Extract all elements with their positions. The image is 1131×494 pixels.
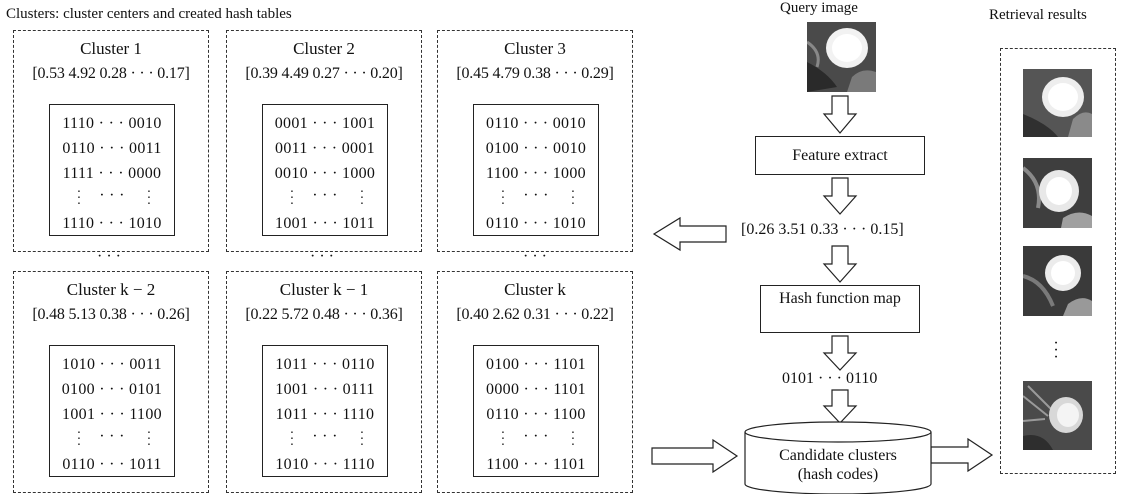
- hash-table: 1110 · · · 0010 0110 · · · 0011 1111 · · ·…: [49, 104, 175, 236]
- hash-code-row: 0011 · · · 0001: [275, 140, 375, 157]
- hash-code-row: 1001 · · · 1011: [275, 215, 375, 232]
- cluster-panel: Cluster 3 [0.45 4.79 0.38 · · · 0.29] 0110…: [437, 30, 633, 252]
- hash-code-row: 0110 · · · 1011: [62, 456, 162, 473]
- hash-col-right-ellipsis: ···: [359, 426, 365, 453]
- hash-code-row: 0100 · · · 0010: [485, 140, 587, 157]
- hash-function-box: Hash function map: [760, 285, 920, 333]
- hash-row-ellipsis: · · ·: [523, 428, 549, 445]
- hash-code-row: 0110 · · · 1010: [486, 215, 586, 232]
- clusters-title: Clusters: cluster centers and created ha…: [6, 6, 292, 22]
- cluster-name: Cluster k − 1: [279, 280, 369, 299]
- hash-code-row: 0001 · · · 1001: [274, 115, 376, 132]
- query-image: [807, 22, 876, 92]
- hash-code-row: 0000 · · · 1101: [486, 381, 586, 398]
- hash-row-ellipsis: · · ·: [312, 187, 338, 204]
- hash-row-ellipsis: · · ·: [99, 187, 125, 204]
- hash-code-row: 1010 · · · 1110: [275, 456, 375, 473]
- cluster-center-vector: [0.45 4.79 0.38 · · · 0.29]: [456, 65, 614, 82]
- retrieval-more-dots: ···: [1053, 335, 1059, 366]
- hash-col-left-ellipsis: ···: [500, 185, 506, 212]
- retrieval-results-title: Retrieval results: [989, 7, 1087, 23]
- cluster-center-vector: [0.48 5.13 0.38 · · · 0.26]: [32, 306, 190, 323]
- hash-col-left-ellipsis: ···: [76, 185, 82, 212]
- hash-code-row: 1100 · · · 1000: [486, 165, 586, 182]
- arrow-left-clusters: [652, 216, 727, 252]
- hash-row-ellipsis: · · ·: [312, 428, 338, 445]
- hash-code-row: 0100 · · · 0101: [61, 381, 163, 398]
- retrieval-image-1: [1023, 69, 1092, 137]
- cluster-center-vector: [0.22 5.72 0.48 · · · 0.36]: [245, 306, 403, 323]
- arrow-down-4: [822, 335, 858, 371]
- hash-code-row: 1111 · · · 0000: [62, 165, 162, 182]
- cluster-name: Cluster 1: [80, 39, 142, 58]
- cluster-panel: Cluster k − 1 [0.22 5.72 0.48 · · · 0.36]…: [226, 271, 422, 493]
- arrow-right-candidate: [651, 438, 739, 474]
- cluster-panel: Cluster 2 [0.39 4.49 0.27 · · · 0.20] 0001…: [226, 30, 422, 252]
- hash-col-left-ellipsis: ···: [500, 426, 506, 453]
- hash-code-row: 1011 · · · 0110: [275, 356, 375, 373]
- retrieval-results-panel: [1000, 48, 1116, 474]
- cluster-ellipsis-3: · · ·: [523, 248, 547, 265]
- cluster-center-vector: [0.40 2.62 0.31 · · · 0.22]: [456, 306, 614, 323]
- feature-extract-box: Feature extract: [755, 136, 925, 175]
- hash-row-ellipsis: · · ·: [523, 187, 549, 204]
- hash-code-row: 1110 · · · 0010: [62, 115, 162, 132]
- hash-code-row: 0110 · · · 0011: [62, 140, 162, 157]
- arrow-down-5: [822, 389, 858, 424]
- hash-col-left-ellipsis: ···: [76, 426, 82, 453]
- hash-col-right-ellipsis: ···: [146, 426, 152, 453]
- candidate-clusters-label: Candidate clusters (hash codes): [779, 447, 897, 483]
- hash-code-row: 1110 · · · 1010: [62, 215, 162, 232]
- cluster-center-vector: [0.39 4.49 0.27 · · · 0.20]: [245, 65, 403, 82]
- hash-code-row: 1001 · · · 1100: [62, 406, 162, 423]
- hash-code: 0101 · · · 0110: [782, 370, 878, 387]
- hash-col-left-ellipsis: ···: [289, 185, 295, 212]
- retrieval-image-4: [1023, 381, 1092, 450]
- arrow-right-retrieval: [930, 437, 994, 473]
- hash-col-left-ellipsis: ···: [289, 426, 295, 453]
- arrow-down-2: [822, 177, 858, 215]
- hash-code-row: 0110 · · · 1100: [486, 406, 586, 423]
- hash-code-row: 1100 · · · 1101: [486, 456, 586, 473]
- query-image-title: Query image: [780, 0, 858, 16]
- hash-code-row: 1011 · · · 1110: [275, 406, 375, 423]
- hash-code-row: 1001 · · · 0111: [275, 381, 375, 398]
- hash-table: 1011 · · · 0110 1001 · · · 0111 1011 · · ·…: [262, 345, 388, 477]
- hash-code-row: 0110 · · · 0010: [486, 115, 586, 132]
- candidate-cylinder: [744, 421, 932, 494]
- retrieval-image-3: [1023, 246, 1092, 316]
- hash-col-right-ellipsis: ···: [570, 426, 576, 453]
- hash-code-row: 0100 · · · 1101: [486, 356, 586, 373]
- hash-code-row: 0010 · · · 1000: [274, 165, 376, 182]
- hash-table: 1010 · · · 0011 0100 · · · 0101 1001 · · ·…: [49, 345, 175, 477]
- arrow-down-1: [822, 95, 858, 134]
- hash-col-right-ellipsis: ···: [570, 185, 576, 212]
- cluster-panel: Cluster k [0.40 2.62 0.31 · · · 0.22] 0100…: [437, 271, 633, 493]
- cluster-center-vector: [0.53 4.92 0.28 · · · 0.17]: [32, 65, 190, 82]
- feature-vector: [0.26 3.51 0.33 · · · 0.15]: [741, 221, 904, 238]
- arrow-down-3: [822, 245, 858, 283]
- hash-table: 0100 · · · 1101 0000 · · · 1101 0110 · · ·…: [473, 345, 599, 477]
- hash-table: 0001 · · · 1001 0011 · · · 0001 0010 · · ·…: [262, 104, 388, 236]
- cluster-name: Cluster k: [504, 280, 566, 299]
- hash-code-row: 1010 · · · 0011: [62, 356, 162, 373]
- hash-col-right-ellipsis: ···: [359, 185, 365, 212]
- cluster-name: Cluster 3: [504, 39, 566, 58]
- cluster-name: Cluster k − 2: [66, 280, 156, 299]
- cluster-name: Cluster 2: [293, 39, 355, 58]
- retrieval-image-2: [1023, 158, 1092, 228]
- cluster-ellipsis-1: · · ·: [97, 248, 121, 265]
- hash-table: 0110 · · · 0010 0100 · · · 0010 1100 · · ·…: [473, 104, 599, 236]
- hash-col-right-ellipsis: ···: [146, 185, 152, 212]
- cluster-panel: Cluster k − 2 [0.48 5.13 0.38 · · · 0.26]…: [13, 271, 209, 493]
- cluster-panel: Cluster 1 [0.53 4.92 0.28 · · · 0.17] 1110…: [13, 30, 209, 252]
- cluster-ellipsis-2: · · ·: [310, 248, 334, 265]
- hash-row-ellipsis: · · ·: [99, 428, 125, 445]
